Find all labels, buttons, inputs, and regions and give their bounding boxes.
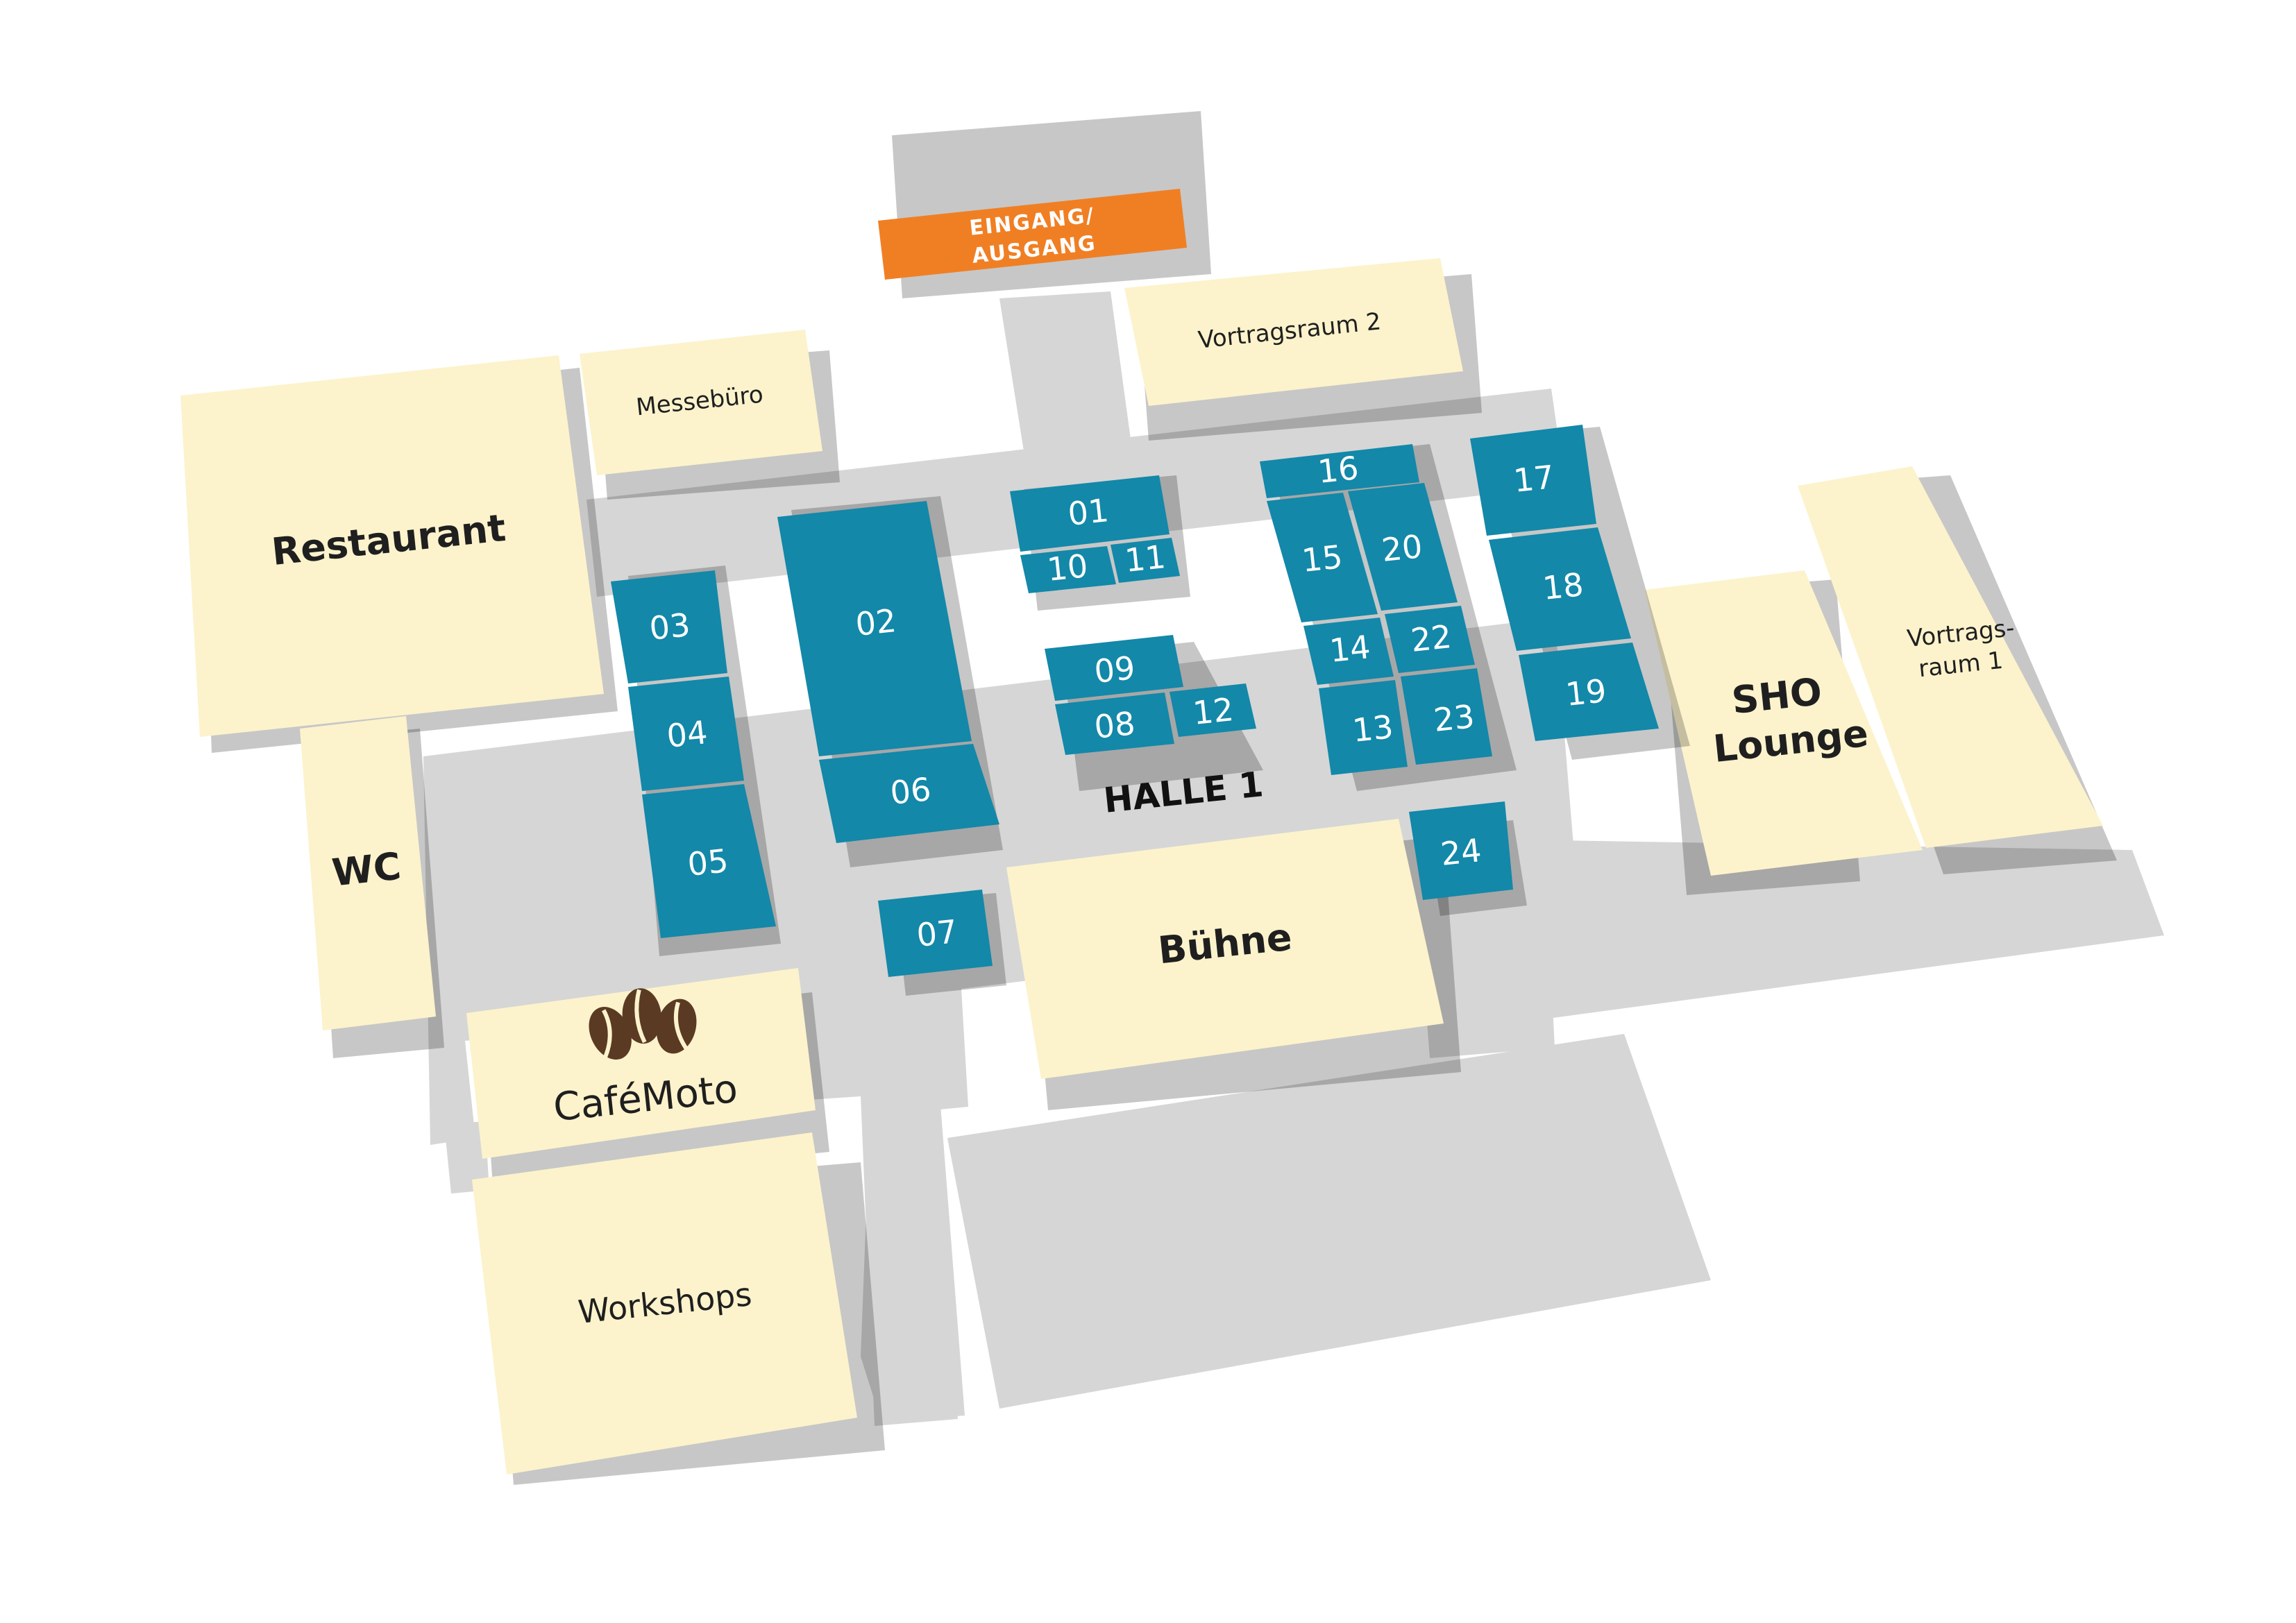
booth-label-20: 20 [1380,527,1424,569]
booth-label-03: 03 [648,606,692,647]
booth-10[interactable] [1020,546,1116,593]
corridor-stage-side [1419,912,1555,1058]
booth-18[interactable] [1489,527,1631,651]
booth-label-16: 16 [1316,449,1360,491]
booth-label-06: 06 [888,770,933,812]
room-cafemoto[interactable] [466,968,816,1159]
booth-22[interactable] [1385,606,1475,673]
booth-label-10: 10 [1045,547,1090,588]
booth-label-19: 19 [1564,672,1608,713]
booth-label-12: 12 [1191,690,1235,732]
booth-label-07: 07 [915,912,959,954]
room-buehne[interactable] [1006,819,1444,1079]
room-vortragsraum-1[interactable] [1798,466,2103,848]
booth-04[interactable] [628,677,744,791]
booth-13[interactable] [1319,680,1408,775]
coffee-beans-icon [589,988,697,1060]
room-workshops[interactable] [472,1132,857,1475]
booth-17[interactable] [1470,425,1596,536]
room-restaurant[interactable] [180,355,604,737]
corridor-bottom-block [947,1034,1711,1409]
booth-09[interactable] [1045,635,1183,701]
booth-08[interactable] [1055,692,1174,755]
corridor-lower-left [857,971,965,1422]
booth-14[interactable] [1303,618,1394,685]
booth-03[interactable] [611,570,727,683]
booth-01[interactable] [1010,475,1170,552]
booth-label-02: 02 [854,602,898,643]
booth-05[interactable] [642,784,776,938]
booth-label-23: 23 [1432,697,1476,739]
booth-16[interactable] [1260,444,1419,498]
booth-label-22: 22 [1409,618,1453,659]
booth-label-08: 08 [1092,704,1137,746]
rooms [180,258,2103,1475]
booth-02[interactable] [777,501,972,756]
corridor-right-arm [1513,840,2164,1020]
booth-label-18: 18 [1541,566,1585,607]
booths [611,425,1659,977]
booth-15[interactable] [1267,493,1378,622]
booth-label-01: 01 [1066,491,1111,533]
booth-label-04: 04 [665,713,709,755]
room-label-wc: WC [330,844,403,894]
booth-label-11: 11 [1123,538,1167,579]
booth-label-24: 24 [1439,831,1483,873]
booth-07[interactable] [878,890,993,977]
booth-19[interactable] [1519,643,1659,741]
room-vortragsraum-2[interactable] [1124,258,1463,406]
booth-labels: 03 04 05 02 06 07 01 10 11 09 08 12 16 1… [648,449,1608,954]
booth-06[interactable] [819,744,999,843]
booth-23[interactable] [1401,668,1492,765]
room-messebuero[interactable] [580,330,822,475]
booth-20[interactable] [1348,483,1458,611]
booth-label-14: 14 [1328,628,1372,670]
booth-label-17: 17 [1512,458,1556,500]
entrance-marker[interactable] [878,189,1187,280]
booth-24[interactable] [1409,801,1513,900]
booth-12[interactable] [1170,683,1256,737]
booth-label-09: 09 [1092,649,1137,690]
booth-label-05: 05 [686,842,730,883]
booth-label-13: 13 [1351,708,1395,749]
room-sho-lounge[interactable] [1645,570,1923,876]
room-wc[interactable] [300,716,436,1030]
corridor-entrance-shaft [999,291,1131,451]
booth-label-15: 15 [1300,538,1344,579]
room-label-sho-line1: SHO [1730,670,1824,722]
booth-11[interactable] [1111,538,1180,583]
